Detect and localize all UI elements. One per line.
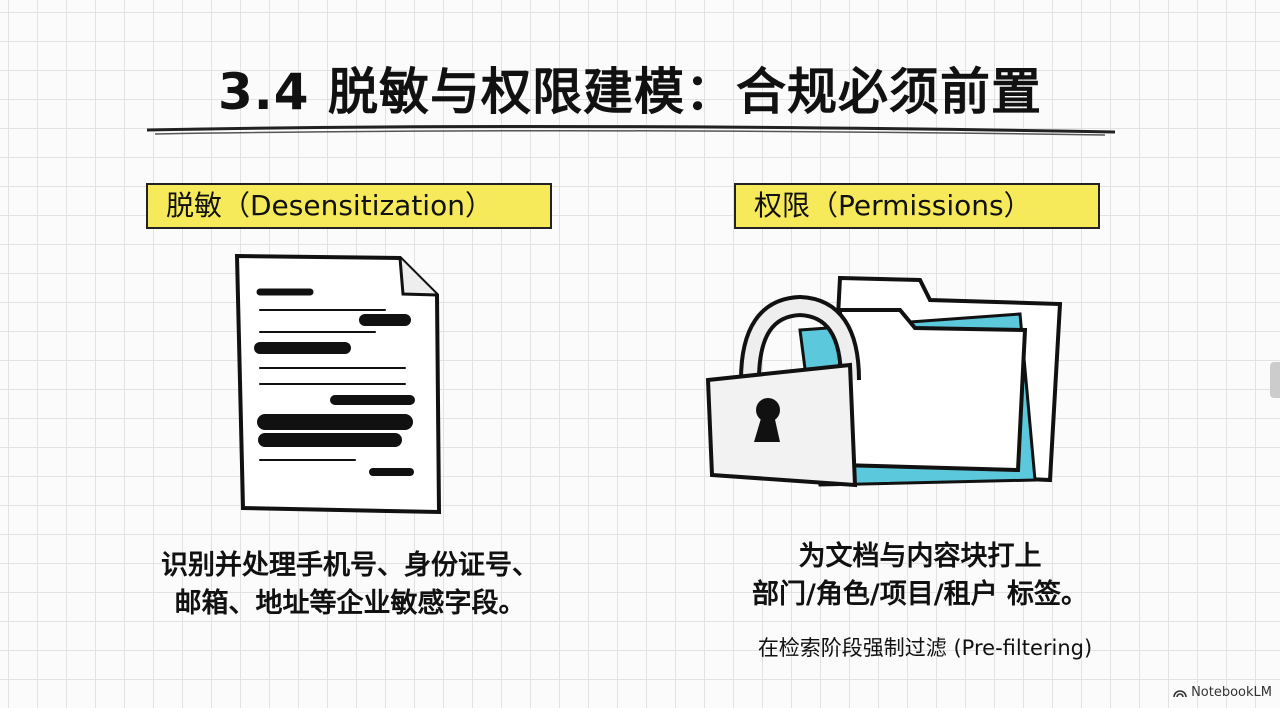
permissions-description: 为文档与内容块打上 部门/角色/项目/租户 标签。	[700, 538, 1140, 614]
branding: NotebookLM	[1173, 685, 1272, 700]
redacted-document-icon	[234, 253, 442, 515]
slide-title: 3.4 脱敏与权限建模：合规必须前置	[218, 63, 1042, 121]
description-line: 识别并处理手机号、身份证号、	[161, 550, 539, 581]
lock-and-folder-icon	[705, 275, 1063, 488]
description-line: 部门/角色/项目/租户 标签。	[752, 579, 1088, 610]
desensitization-description: 识别并处理手机号、身份证号、 邮箱、地址等企业敏感字段。	[100, 547, 600, 623]
description-line: 为文档与内容块打上	[798, 541, 1042, 572]
desensitization-label: 脱敏（Desensitization）	[146, 183, 552, 229]
notebooklm-logo-icon	[1173, 689, 1187, 697]
scroll-handle[interactable]	[1270, 362, 1280, 398]
description-line: 邮箱、地址等企业敏感字段。	[174, 588, 526, 619]
prefiltering-note: 在检索阶段强制过滤 (Pre-filtering)	[757, 636, 1093, 660]
title-underline	[146, 124, 1116, 136]
permissions-label: 权限（Permissions）	[734, 183, 1100, 229]
branding-text: NotebookLM	[1191, 685, 1272, 700]
